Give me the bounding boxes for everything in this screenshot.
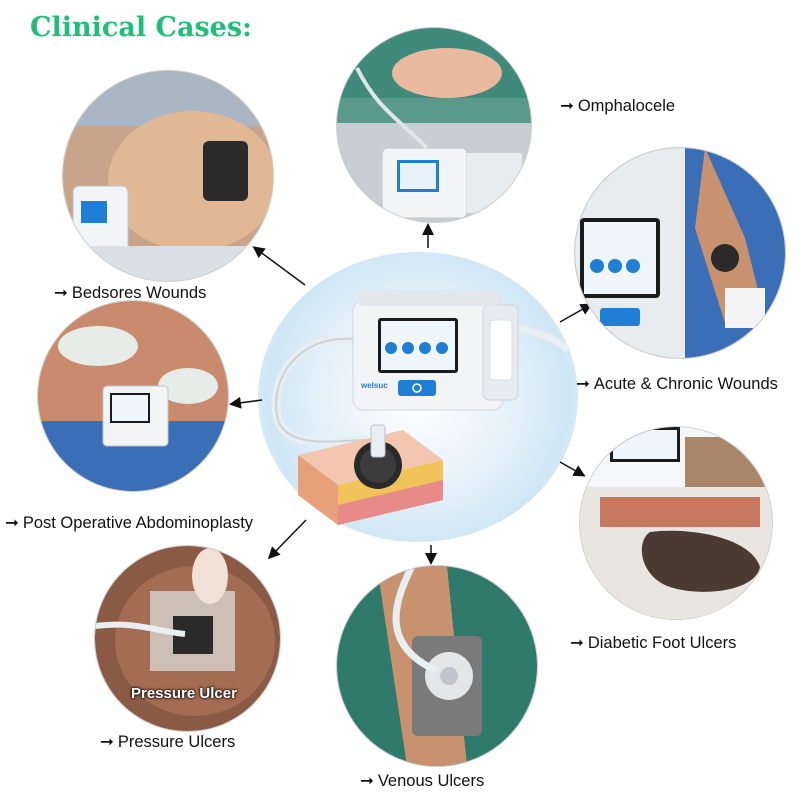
acute-chronic-photo [575, 148, 785, 358]
abdominoplasty-photo [38, 301, 228, 491]
case-label: Pressure Ulcers [117, 733, 236, 751]
photo-caption: Pressure Ulcer [131, 685, 237, 702]
case-label: Omphalocele [577, 97, 676, 115]
arrow-right-icon: ➞ [570, 634, 584, 652]
case-label: Acute & Chronic Wounds [593, 375, 778, 393]
bedsores-label: ➞Bedsores Wounds [54, 283, 206, 303]
arrow-to-acute-chronic [559, 303, 593, 323]
center-device-illustration: welsuc [271, 290, 571, 525]
diabetic-foot-label: ➞Diabetic Foot Ulcers [570, 633, 736, 653]
arrow-right-icon: ➞ [560, 97, 574, 115]
arrow-to-abdominoplasty [229, 396, 263, 409]
omphalocele-label: ➞Omphalocele [560, 96, 675, 116]
arrow-right-icon: ➞ [54, 284, 68, 302]
arrow-to-bedsores [252, 246, 306, 286]
omphalocele-photo [337, 28, 531, 222]
abdominoplasty-label: ➞Post Operative Abdominoplasty [5, 513, 253, 533]
case-label: Venous Ulcers [377, 772, 485, 790]
bedsores-photo [63, 71, 273, 281]
arrow-to-pressure [267, 519, 307, 560]
case-label: Post Operative Abdominoplasty [22, 514, 254, 532]
case-label: Bedsores Wounds [71, 284, 207, 302]
arrow-to-diabetic-foot [559, 461, 586, 477]
pressure-ulcer-photo: Pressure Ulcer [95, 546, 280, 731]
venous-ulcer-photo [337, 566, 537, 766]
arrow-right-icon: ➞ [100, 733, 114, 751]
page-title: Clinical Cases: [30, 12, 253, 43]
arrow-right-icon: ➞ [5, 514, 19, 532]
venous-label: ➞Venous Ulcers [360, 771, 484, 791]
acute-chronic-label: ➞Acute & Chronic Wounds [576, 374, 778, 394]
device-brand: welsuc [360, 381, 388, 390]
arrow-right-icon: ➞ [360, 772, 374, 790]
diabetic-foot-photo [580, 427, 772, 619]
pressure-label: ➞Pressure Ulcers [100, 732, 235, 752]
case-label: Diabetic Foot Ulcers [587, 634, 737, 652]
arrow-right-icon: ➞ [576, 375, 590, 393]
